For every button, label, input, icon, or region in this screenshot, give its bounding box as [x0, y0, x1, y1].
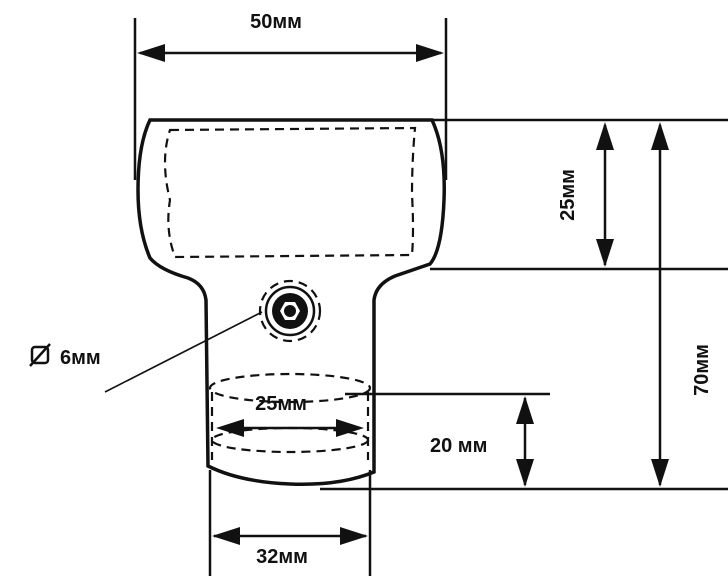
top-arrow-right — [416, 44, 444, 62]
head-hidden-edge — [163, 126, 417, 259]
bottom-height-label: 20 мм — [430, 435, 487, 457]
inner-arrow-left — [216, 419, 244, 437]
hole-icon — [258, 279, 322, 343]
top-width-label: 50мм — [250, 11, 302, 33]
head-arrow-top — [596, 122, 614, 150]
bottom-arrow-top — [516, 396, 534, 424]
bottom-hidden-ellipse-top — [208, 372, 372, 404]
inner-width-label: 25мм — [255, 393, 307, 415]
diameter-icon — [29, 343, 51, 367]
total-arrow-top — [651, 122, 669, 150]
stem-width-label: 32мм — [256, 546, 308, 568]
hole-leader — [104, 311, 263, 393]
head-arrow-bottom — [596, 239, 614, 267]
stem-arrow-left — [212, 527, 240, 545]
head-height-label: 25мм — [557, 169, 579, 221]
hole-diameter-label: 6мм — [60, 347, 101, 369]
total-height-label: 70мм — [691, 344, 713, 396]
part-outline — [136, 118, 446, 486]
bottom-arrow-bottom — [516, 459, 534, 487]
top-arrow-left — [137, 44, 165, 62]
total-arrow-bottom — [651, 459, 669, 487]
inner-arrow-right — [336, 419, 364, 437]
stem-arrow-right — [340, 527, 368, 545]
